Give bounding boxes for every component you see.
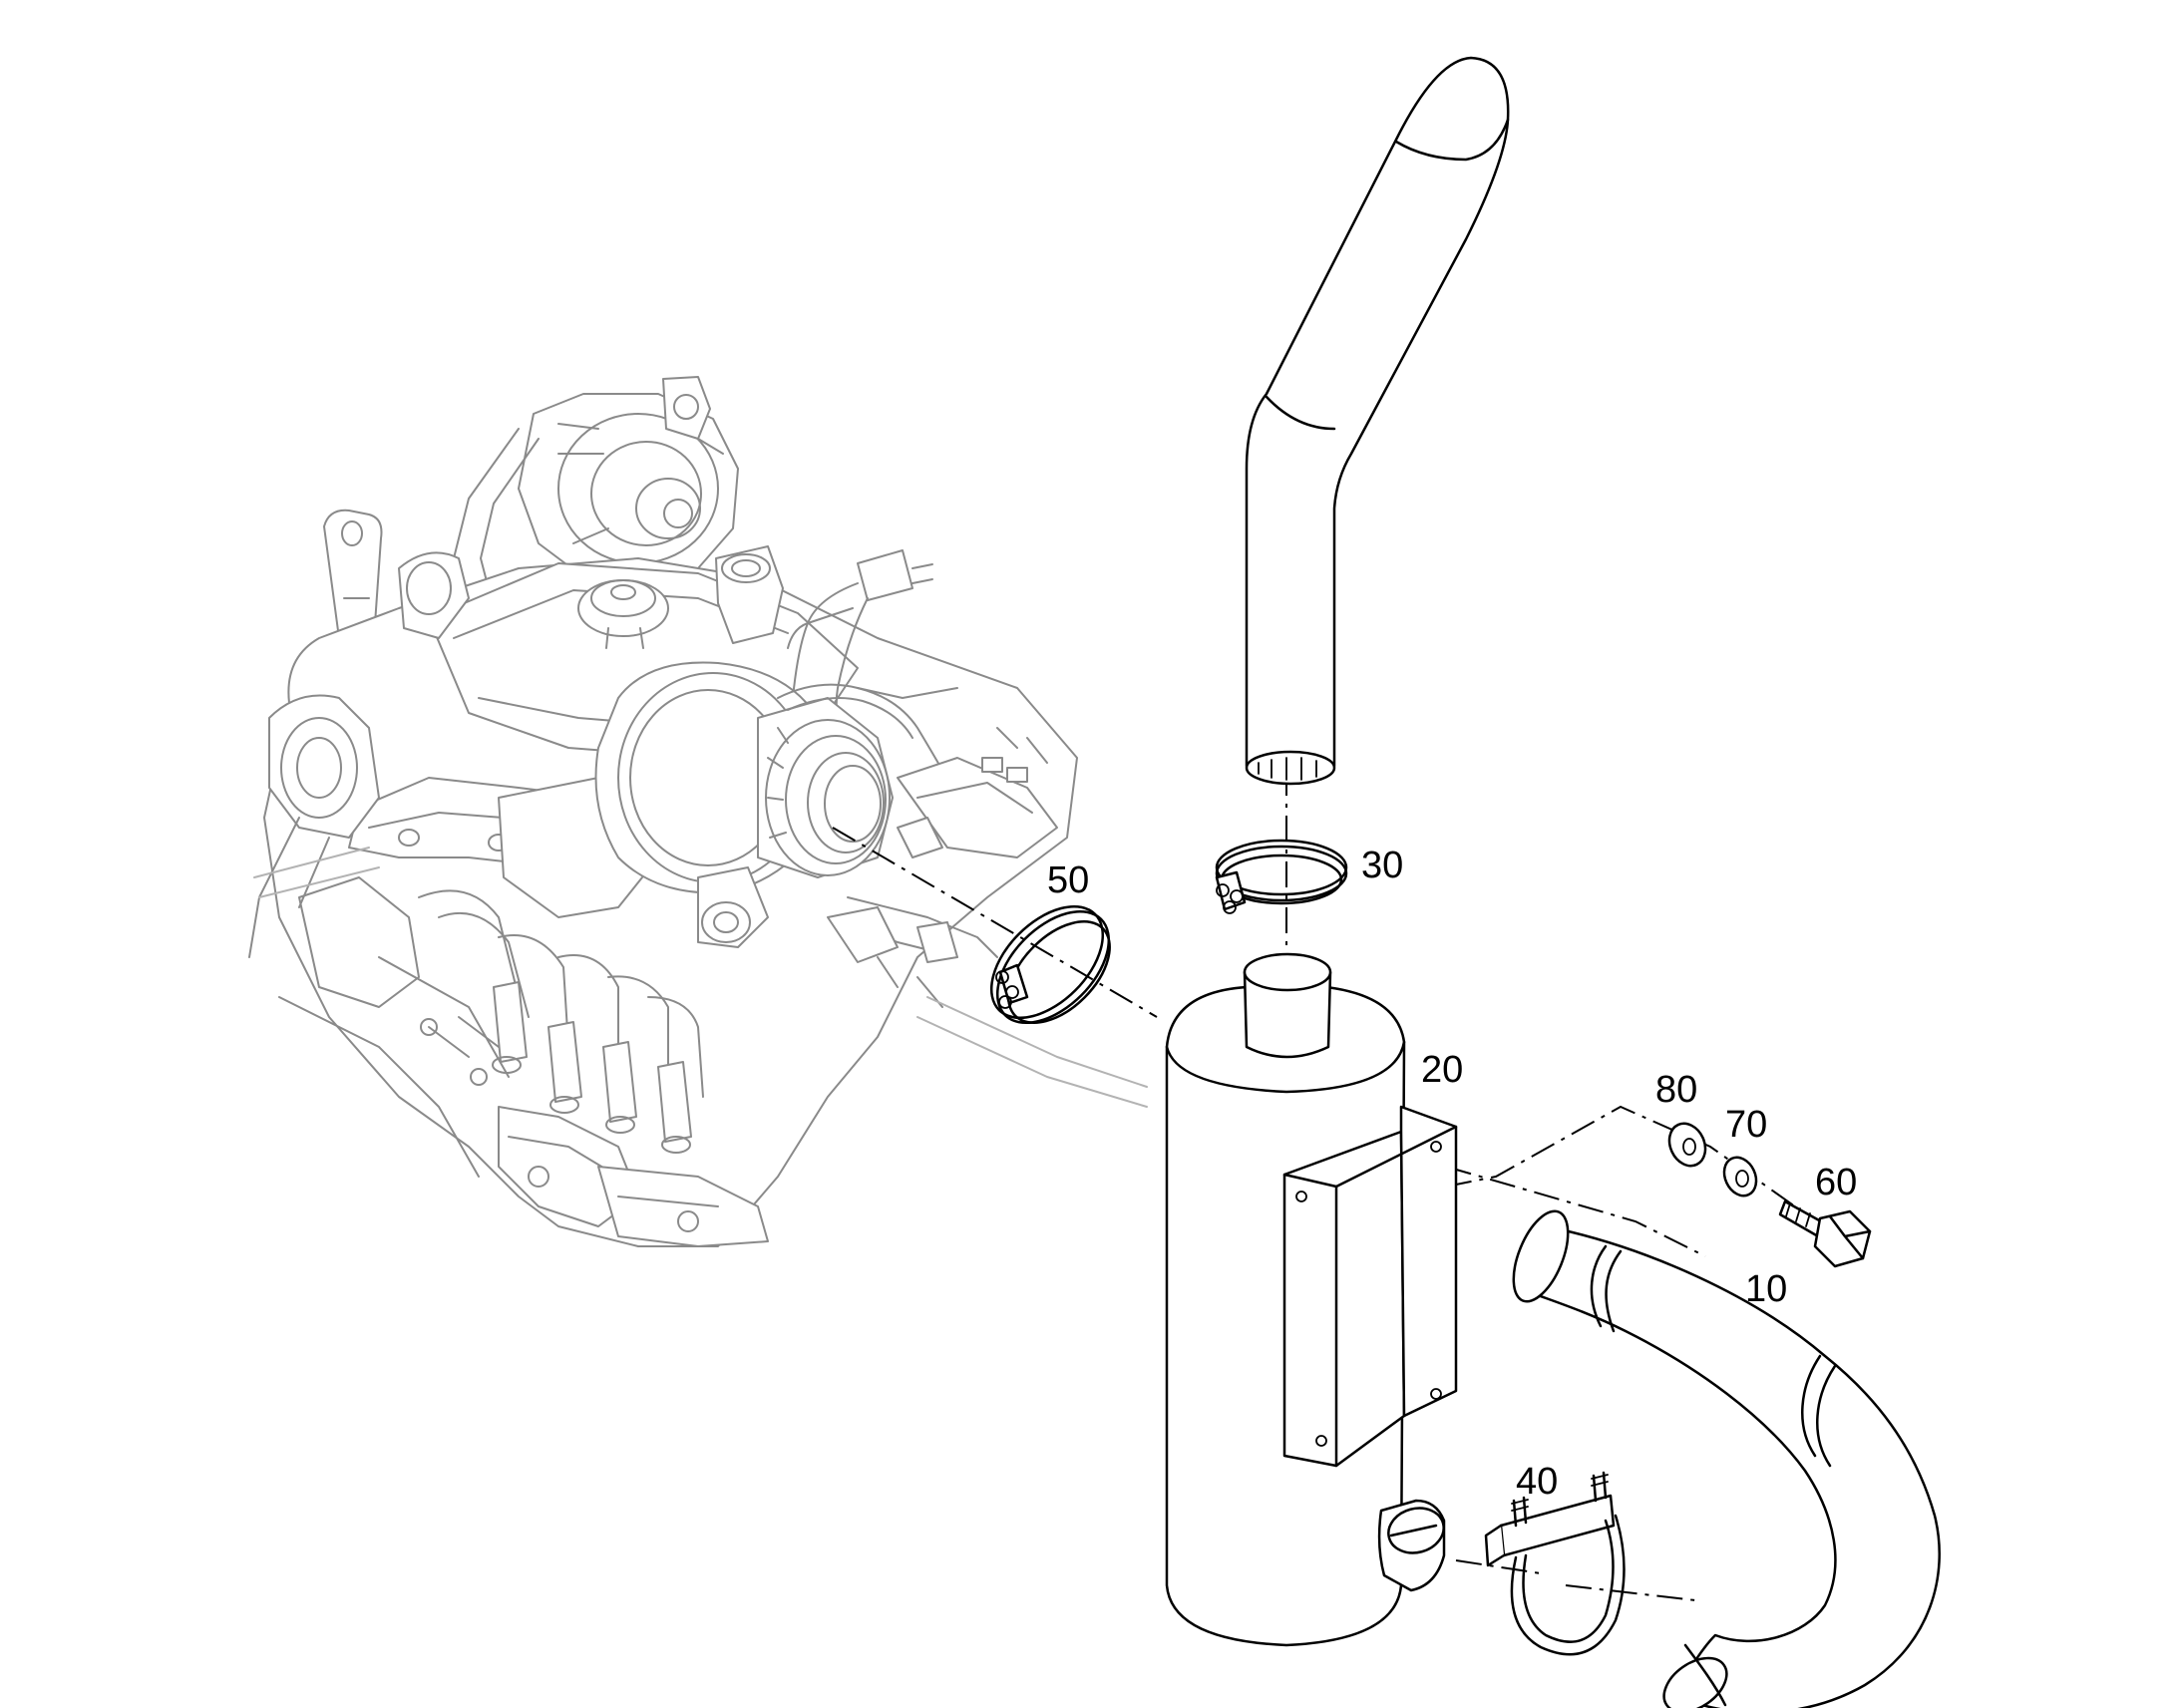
- muffler: [1165, 952, 1458, 1647]
- turbocharger: [594, 661, 894, 948]
- u-bolt-clamp: [1484, 1471, 1626, 1656]
- callout-20: 20: [1421, 1049, 1463, 1091]
- callout-40: 40: [1516, 1461, 1558, 1503]
- callout-60: 60: [1815, 1162, 1857, 1203]
- callout-30: 30: [1361, 845, 1403, 886]
- injector-lines: [418, 889, 704, 1154]
- callout-80: 80: [1655, 1069, 1697, 1111]
- breather-cap: [715, 545, 784, 644]
- band-clamp-top: [1215, 839, 1348, 914]
- lower-block: [278, 876, 769, 1247]
- flat-washer: [1667, 1122, 1707, 1168]
- tailpipe-stack: [1245, 56, 1510, 786]
- sensor-connector: [787, 549, 933, 759]
- hex-bolt: [1778, 1199, 1872, 1268]
- front-pulley-area: [248, 551, 470, 958]
- block-right-details: [827, 727, 1058, 1008]
- engine-illustration: [248, 376, 1148, 1247]
- assembly-center-lines: [832, 770, 1796, 1601]
- callout-50: 50: [1047, 859, 1089, 901]
- pipe-elbow: [1512, 1209, 1941, 1708]
- callout-70: 70: [1725, 1104, 1767, 1146]
- band-clamp-turbo: [989, 904, 1111, 1025]
- lock-washer: [1722, 1156, 1758, 1197]
- callout-10: 10: [1745, 1268, 1787, 1310]
